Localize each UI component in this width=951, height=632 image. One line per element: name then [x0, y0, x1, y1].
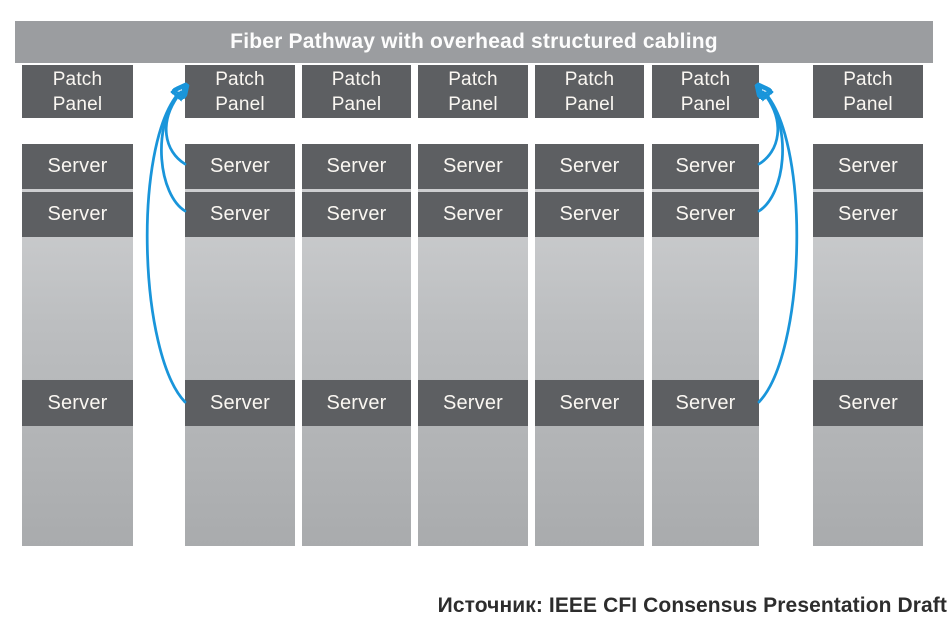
server-box: Server: [22, 144, 133, 189]
fiber-arrow-right-server3: [759, 94, 799, 404]
server-box: Server: [22, 380, 133, 426]
fiber-arrow-right-server2: [759, 93, 784, 213]
server-box: Server: [535, 192, 644, 237]
rack-column-6: Patch Panel Server Server Server: [652, 65, 759, 546]
server-box: Server: [652, 192, 759, 237]
patch-panel-label: Patch Panel: [215, 68, 265, 115]
fiber-arrow-left-server2: [160, 93, 185, 213]
fiber-pathway-banner: Fiber Pathway with overhead structured c…: [15, 21, 933, 63]
fiber-arrow-right-server1: [759, 92, 780, 166]
patch-panel-box: Patch Panel: [418, 65, 528, 118]
server-box: Server: [418, 192, 528, 237]
server-box: Server: [813, 380, 923, 426]
banner-title: Fiber Pathway with overhead structured c…: [230, 30, 718, 53]
rack-body: Server Server Server: [813, 144, 923, 546]
server-box: Server: [302, 144, 411, 189]
source-caption: Источник: IEEE CFI Consensus Presentatio…: [437, 594, 947, 617]
rack-column-1: Patch Panel Server Server Server: [22, 65, 133, 546]
server-box: Server: [185, 192, 295, 237]
server-box: Server: [813, 192, 923, 237]
patch-panel-box: Patch Panel: [302, 65, 411, 118]
patch-panel-label: Patch Panel: [843, 68, 893, 115]
patch-panel-label: Patch Panel: [331, 68, 382, 115]
patch-panel-box: Patch Panel: [813, 65, 923, 118]
rack-column-3: Patch Panel Server Server Server: [302, 65, 411, 546]
patch-panel-box: Patch Panel: [185, 65, 295, 118]
rack-body: Server Server Server: [22, 144, 133, 546]
server-box: Server: [185, 380, 295, 426]
patch-panel-label: Patch Panel: [52, 68, 103, 115]
fiber-arrow-left-server3: [145, 94, 185, 404]
rack-body: Server Server Server: [535, 144, 644, 546]
rack-body: Server Server Server: [302, 144, 411, 546]
rack-column-7: Patch Panel Server Server Server: [813, 65, 923, 546]
patch-panel-box: Patch Panel: [652, 65, 759, 118]
server-box: Server: [302, 380, 411, 426]
server-box: Server: [813, 144, 923, 189]
server-box: Server: [535, 380, 644, 426]
fiber-arrow-left-server1: [164, 92, 185, 166]
patch-panel-label: Patch Panel: [680, 68, 731, 115]
patch-panel-label: Patch Panel: [564, 68, 615, 115]
patch-panel-label: Patch Panel: [448, 68, 498, 115]
rack-body: Server Server Server: [185, 144, 295, 546]
server-box: Server: [302, 192, 411, 237]
server-box: Server: [418, 144, 528, 189]
server-box: Server: [418, 380, 528, 426]
rack-column-5: Patch Panel Server Server Server: [535, 65, 644, 546]
server-box: Server: [22, 192, 133, 237]
patch-panel-box: Patch Panel: [535, 65, 644, 118]
rack-column-4: Patch Panel Server Server Server: [418, 65, 528, 546]
server-box: Server: [185, 144, 295, 189]
server-box: Server: [535, 144, 644, 189]
rack-body: Server Server Server: [418, 144, 528, 546]
rack-body: Server Server Server: [652, 144, 759, 546]
server-box: Server: [652, 144, 759, 189]
patch-panel-box: Patch Panel: [22, 65, 133, 118]
rack-column-2: Patch Panel Server Server Server: [185, 65, 295, 546]
server-box: Server: [652, 380, 759, 426]
